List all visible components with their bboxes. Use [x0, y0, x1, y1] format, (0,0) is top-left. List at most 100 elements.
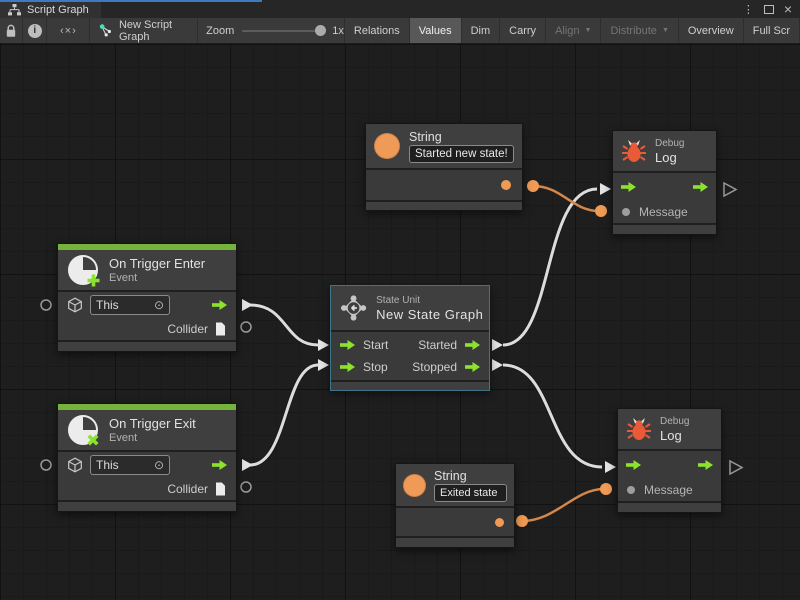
node-footer — [58, 502, 236, 511]
node-category: Debug — [660, 415, 690, 427]
script-graph-icon — [8, 4, 21, 16]
object-picker-icon[interactable]: ⊙ — [153, 458, 164, 472]
target-dropdown[interactable]: This ⊙ — [90, 295, 170, 315]
string-value-input[interactable]: Started new state! — [409, 144, 514, 163]
node-string-bottom[interactable]: String Exited state — [395, 463, 515, 548]
node-footer — [58, 342, 236, 351]
port-exit-this-in[interactable] — [40, 459, 52, 471]
plus-badge-icon — [87, 274, 100, 287]
collider-port-label: Collider — [167, 322, 208, 336]
object-picker-icon[interactable]: ⊙ — [153, 298, 164, 312]
collider-value-icon[interactable] — [215, 482, 226, 496]
node-state-unit[interactable]: State Unit New State Graph Start Started… — [330, 285, 490, 391]
port-debug-bottom-message-in[interactable] — [600, 483, 612, 495]
on-trigger-exit-icon — [68, 415, 99, 446]
flow-out-arrow-icon[interactable] — [698, 459, 713, 470]
port-exit-flow-out[interactable] — [242, 459, 253, 471]
string-output-dot[interactable] — [495, 517, 504, 527]
port-debug-bottom-flow-out[interactable] — [729, 459, 744, 476]
zoom-slider-knob[interactable] — [315, 24, 327, 36]
flow-out-arrow-icon[interactable] — [212, 460, 227, 470]
port-exit-collider-out[interactable] — [240, 481, 252, 493]
info-button[interactable]: i — [23, 18, 48, 43]
node-category: Event — [109, 432, 138, 444]
port-state-start-in[interactable] — [318, 339, 329, 351]
graph-node-icon — [100, 24, 112, 37]
node-category: Event — [109, 272, 138, 284]
distribute-dropdown-button[interactable]: Distribute ▼ — [601, 18, 679, 43]
port-enter-flow-out[interactable] — [242, 299, 253, 311]
port-string-bottom-out[interactable] — [516, 515, 528, 527]
flow-out-arrow-icon[interactable] — [693, 181, 708, 192]
values-button[interactable]: Values — [409, 18, 462, 43]
port-debug-bottom-flow-in[interactable] — [605, 461, 616, 473]
string-type-icon — [403, 473, 426, 497]
relations-button[interactable]: Relations — [345, 18, 410, 43]
node-on-trigger-exit[interactable]: On Trigger Exit Event This ⊙ Collider — [57, 403, 237, 512]
port-enter-collider-out[interactable] — [240, 321, 252, 333]
lock-icon — [6, 24, 16, 37]
window-menu-icon[interactable]: ⋮ — [742, 3, 754, 16]
node-debug-log-top[interactable]: Debug Log Message — [612, 130, 717, 235]
node-title: String — [434, 468, 467, 483]
distribute-label: Distribute — [610, 24, 657, 37]
port-debug-top-flow-out[interactable] — [723, 181, 738, 198]
stop-in-arrow-icon[interactable] — [340, 362, 355, 372]
carry-button[interactable]: Carry — [500, 18, 547, 43]
node-on-trigger-enter[interactable]: On Trigger Enter Event This ⊙ Collider — [57, 243, 237, 352]
node-category: State Unit — [376, 294, 421, 306]
string-output-dot[interactable] — [501, 180, 511, 190]
target-dropdown[interactable]: This ⊙ — [90, 455, 170, 475]
port-state-stop-in[interactable] — [318, 359, 329, 371]
target-value: This — [96, 298, 119, 312]
zoom-value: 1x — [332, 24, 344, 37]
graph-name-button[interactable]: New Script Graph — [90, 18, 199, 43]
connections-layer — [40, 180, 744, 527]
target-value: This — [96, 458, 119, 472]
port-debug-top-message-in[interactable] — [595, 205, 607, 217]
string-value-input[interactable]: Exited state — [434, 483, 507, 502]
flow-in-arrow-icon[interactable] — [621, 181, 636, 192]
node-title: Log — [660, 427, 682, 443]
message-port-dot[interactable] — [627, 485, 635, 494]
node-footer — [396, 538, 514, 547]
wire-started-to-debug-top — [502, 187, 598, 347]
info-icon: i — [27, 23, 42, 38]
port-state-stopped-out[interactable] — [492, 359, 503, 371]
dim-button[interactable]: Dim — [462, 18, 501, 43]
stop-port-label: Stop — [363, 360, 388, 374]
tab-script-graph[interactable]: Script Graph — [0, 2, 101, 18]
align-dropdown-button[interactable]: Align ▼ — [546, 18, 602, 43]
message-port-label: Message — [639, 204, 688, 219]
chevron-down-icon: ▼ — [584, 27, 592, 34]
flow-in-arrow-icon[interactable] — [626, 459, 641, 470]
bug-icon — [626, 417, 652, 441]
code-view-button[interactable]: ‹×› — [47, 18, 91, 43]
maximize-icon[interactable] — [763, 4, 774, 14]
message-port-label: Message — [644, 482, 693, 497]
node-string-top[interactable]: String Started new state! — [365, 123, 523, 211]
message-port-dot[interactable] — [622, 207, 630, 216]
close-icon[interactable]: × — [783, 1, 792, 17]
zoom-slider[interactable] — [242, 24, 327, 36]
window-controls: ⋮ × — [743, 0, 800, 18]
started-out-arrow-icon[interactable] — [465, 340, 480, 350]
start-in-arrow-icon[interactable] — [340, 340, 355, 350]
event-accent-bar — [58, 244, 236, 250]
port-debug-top-flow-in[interactable] — [600, 183, 611, 195]
node-debug-log-bottom[interactable]: Debug Log Message — [617, 408, 722, 513]
port-enter-this-in[interactable] — [40, 299, 52, 311]
node-footer — [618, 503, 721, 512]
stopped-out-arrow-icon[interactable] — [465, 362, 480, 372]
overview-button[interactable]: Overview — [679, 18, 744, 43]
x-badge-icon — [87, 434, 99, 446]
flow-out-arrow-icon[interactable] — [212, 300, 227, 310]
fullscreen-button[interactable]: Full Scr — [744, 18, 800, 43]
graph-canvas[interactable]: String Started new state! Debug Log — [0, 44, 800, 600]
port-string-top-out[interactable] — [527, 180, 539, 192]
chevron-down-icon: ▼ — [661, 27, 669, 34]
collider-value-icon[interactable] — [215, 322, 226, 336]
lock-button[interactable] — [0, 18, 24, 43]
port-state-started-out[interactable] — [492, 339, 503, 351]
node-title: String — [409, 129, 442, 144]
